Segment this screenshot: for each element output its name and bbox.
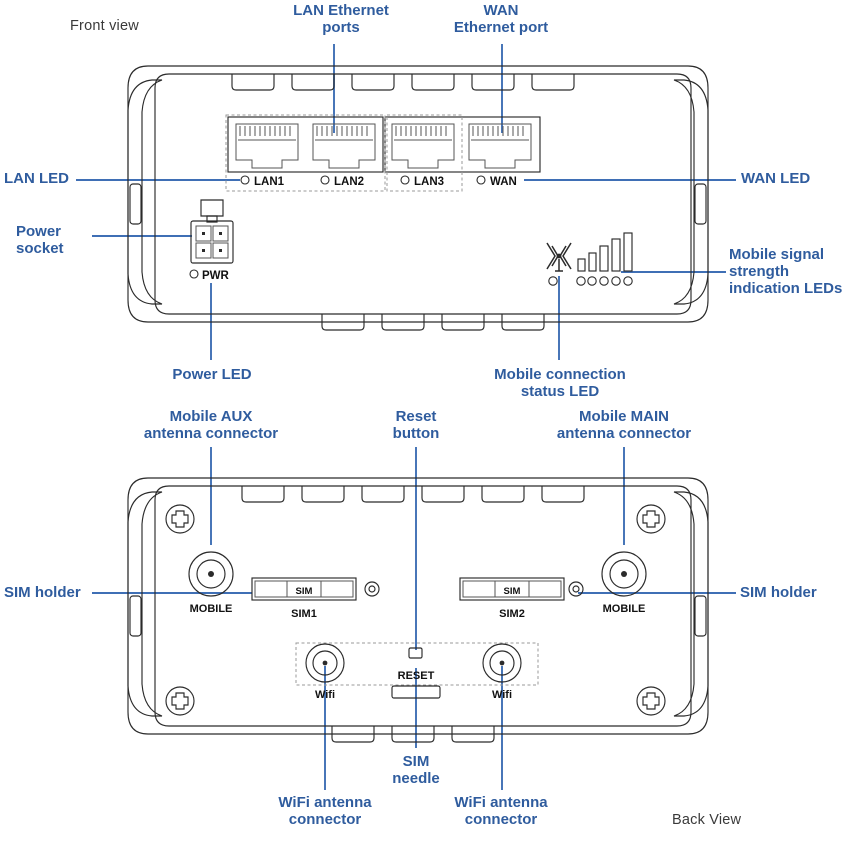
label-power-socket: Power socket [16,223,64,257]
label-wan-led: WAN LED [741,170,811,187]
label-mobile-status-led: Mobile connection status LED [494,366,626,400]
wifi-reset-region [295,642,539,686]
label-lan-ethernet-ports: LAN Ethernet ports [293,2,389,36]
label-wifi-antenna-right: WiFi antenna connector [454,794,548,828]
sim2-label: SIM2 [499,608,525,620]
screw-top-right [636,504,666,534]
rj45-lan2 [312,123,376,169]
screw-bottom-right [636,686,666,716]
led-signal-2 [587,276,597,286]
mobile-right-label: MOBILE [603,603,646,615]
label-reset-button: Reset button [392,408,440,442]
mobile-left-label: MOBILE [190,603,233,615]
led-signal-1 [576,276,586,286]
label-mobile-aux: Mobile AUX antenna connector [143,408,279,442]
mobile-main-connector: MOBILE [601,551,647,615]
sim1-chip-label: SIM [296,586,313,597]
port-label-lan1: LAN1 [254,176,285,188]
reset-button: RESET [398,647,435,682]
label-mobile-main: Mobile MAIN antenna connector [556,408,692,442]
led-wan [476,175,486,185]
mobile-aux-connector: MOBILE [188,551,234,615]
mobile-signal-group [546,232,633,286]
wifi-left-label: Wifi [315,689,335,701]
sim-needle-slot [391,685,441,699]
screw-bottom-left [165,686,195,716]
led-lan1 [240,175,250,185]
led-lan3 [400,175,410,185]
back-view-title: Back View [672,812,742,828]
label-sim-needle: SIM needle [392,753,440,787]
label-sim-holder-right: SIM holder [740,584,817,601]
corner-screws [165,504,666,716]
led-lan2 [320,175,330,185]
sim2-holder: SIM SIM2 [459,577,584,620]
rj45-lan1 [235,123,299,169]
wifi-antenna-connector-left: Wifi [305,643,345,701]
sim1-eject-hole [364,581,380,597]
sim1-holder: SIM SIM1 [251,577,380,620]
led-signal-3 [599,276,609,286]
label-wifi-antenna-left: WiFi antenna connector [278,794,372,828]
screw-top-left [165,504,195,534]
label-lan-led: LAN LED [4,170,69,187]
label-power-led: Power LED [172,366,252,383]
back-device-body [127,477,709,743]
front-view-title: Front view [70,18,139,34]
sim1-label: SIM1 [291,608,317,620]
port-label-lan3: LAN3 [414,176,444,188]
wifi-antenna-connector-right: Wifi [482,643,522,701]
signal-tower-icon [546,242,572,272]
label-mobile-signal-leds: Mobile signal strength indication LEDs [729,246,843,297]
sim2-chip-label: SIM [504,586,521,597]
rj45-wan [468,123,532,169]
led-power [189,269,199,279]
rj45-lan3 [391,123,455,169]
power-socket-connector: PWR [189,199,234,282]
label-sim-holder-left: SIM holder [4,584,81,601]
port-label-wan: WAN [490,176,517,188]
port-label-lan2: LAN2 [334,176,364,188]
led-mobile-status [548,276,558,286]
label-wan-ethernet-port: WAN Ethernet port [453,2,549,36]
power-label: PWR [202,270,230,282]
led-signal-5 [623,276,633,286]
wifi-right-label: Wifi [492,689,512,701]
led-signal-4 [611,276,621,286]
ethernet-ports-group: LAN1 LAN2 LAN3 WAN [225,114,541,192]
sim2-eject-hole [568,581,584,597]
reset-label: RESET [398,670,435,682]
front-device-body [127,65,709,331]
